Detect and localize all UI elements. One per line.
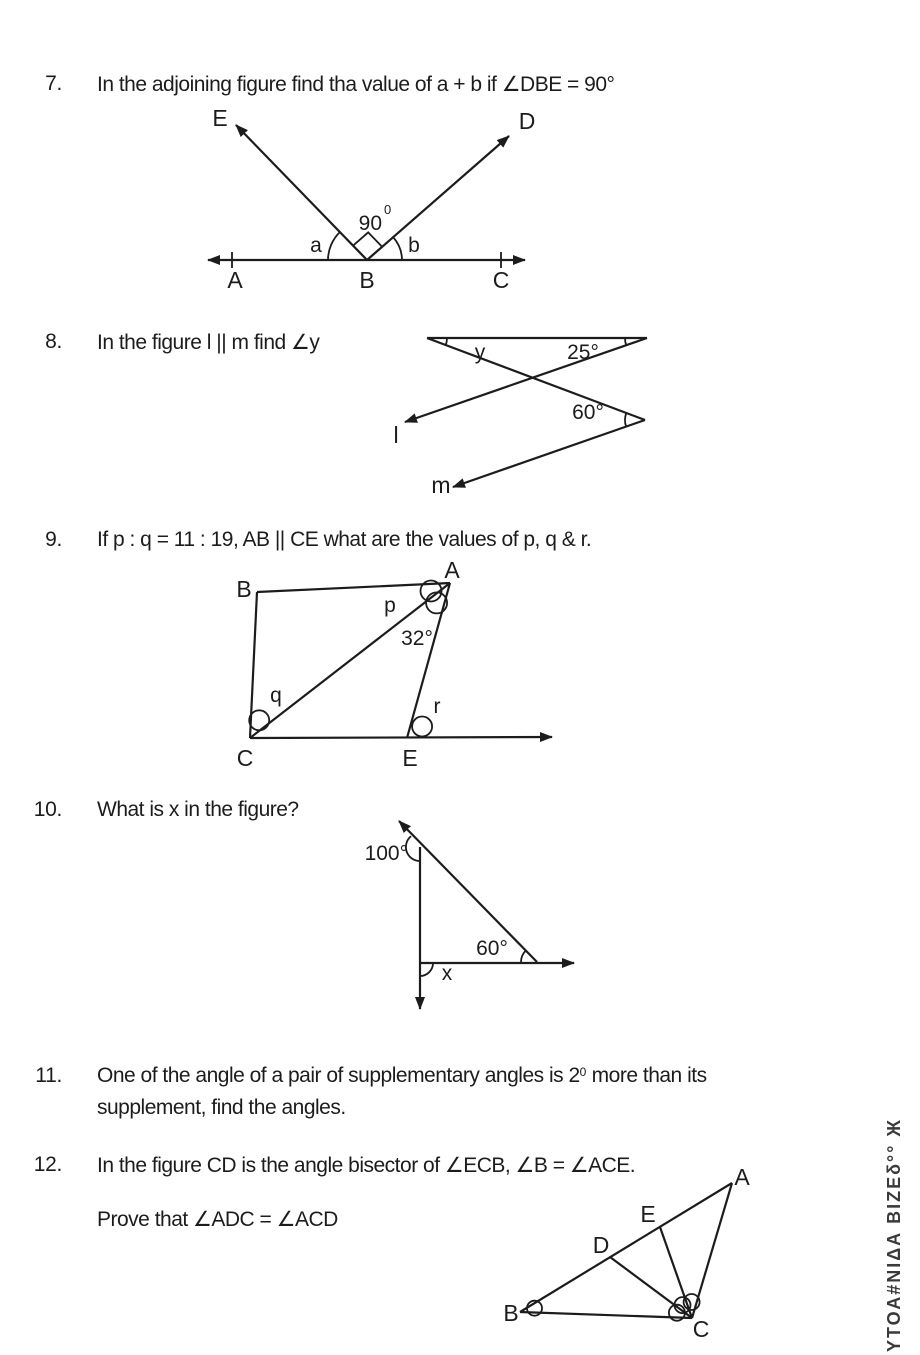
q7-ray-bd — [366, 135, 510, 261]
q12-line-ca — [690, 1182, 734, 1319]
q12-figure: A B C D E — [503, 1164, 750, 1342]
q8-arc-y — [444, 337, 448, 346]
question-12-number: 12. — [33, 1153, 63, 1176]
q12-label-e: E — [640, 1201, 655, 1227]
q8-figure: y 25° 60° l m — [393, 336, 648, 498]
q10-label-60: 60° — [476, 937, 508, 960]
q7-label-angle-b: b — [408, 234, 420, 257]
q9-line-ba — [256, 581, 451, 594]
q12-label-d: D — [593, 1232, 610, 1258]
question-7-number: 7. — [45, 72, 62, 95]
question-12-text: In the figure CD is the angle bisector o… — [97, 1154, 636, 1177]
q12-mark-angle-c2 — [673, 1296, 692, 1315]
q8-arc-60 — [624, 412, 628, 427]
q7-ray-be — [235, 124, 368, 261]
q12-line-ce — [658, 1226, 694, 1319]
q8-label-y: y — [475, 341, 486, 364]
q12-line-cd — [609, 1256, 693, 1319]
q12-line-ba — [519, 1182, 733, 1313]
q10-ray-diagonal — [398, 820, 538, 963]
q12-label-c: C — [693, 1316, 710, 1342]
question-11-sup: 0 — [579, 1065, 587, 1079]
question-11-text-part2: more than its — [586, 1064, 707, 1087]
question-8-text: In the figure l || m find ∠y — [97, 331, 320, 354]
margin-artifact-text: ΥΤΟΑ#ΝΙΔΑ ΒΙΖΕδ°° Ж — [884, 1118, 904, 1352]
q9-mark-q — [248, 709, 271, 732]
q9-label-32: 32° — [401, 627, 433, 650]
question-11-text-line2: supplement, find the angles. — [97, 1096, 346, 1119]
q9-mark-p — [419, 579, 443, 603]
question-12-prove-text: Prove that ∠ADC = ∠ACD — [97, 1208, 338, 1231]
q9-label-a: A — [444, 557, 460, 583]
q8-label-l: l — [393, 422, 398, 448]
q9-ray-ce — [249, 732, 553, 743]
q9-label-c: C — [237, 745, 254, 771]
question-9-number: 9. — [45, 528, 62, 551]
q10-figure: 100° 60° x — [365, 820, 575, 1010]
q9-line-ae — [405, 582, 452, 739]
q8-line-l — [404, 336, 648, 424]
q7-arc-a — [327, 231, 341, 261]
q8-arc-25 — [624, 337, 628, 346]
q7-arc-b — [392, 236, 403, 261]
q10-arc-60 — [520, 950, 527, 963]
q7-label-angle-a: a — [310, 234, 322, 257]
q8-label-60: 60° — [572, 401, 604, 424]
q7-label-e: E — [212, 105, 227, 131]
q7-label-a-point: A — [227, 267, 243, 293]
q9-label-q: q — [270, 684, 282, 707]
question-7-text: In the adjoining figure find tha value o… — [97, 73, 615, 96]
q12-mark-angle-c3 — [682, 1293, 701, 1311]
question-10-number: 10. — [33, 798, 63, 821]
q10-label-100: 100° — [365, 842, 408, 865]
q10-arc-100 — [405, 835, 421, 862]
question-11-text-line1: One of the angle of a pair of supplement… — [97, 1064, 707, 1088]
q9-line-ca — [249, 582, 451, 739]
q9-label-e: E — [402, 745, 417, 771]
question-8-number: 8. — [45, 330, 62, 353]
q10-label-x: x — [442, 962, 453, 985]
q9-label-r: r — [434, 695, 441, 718]
q8-transversal-1 — [426, 336, 646, 422]
q10-arc-x — [419, 962, 434, 977]
q9-mark-r — [411, 715, 434, 738]
q12-label-a: A — [734, 1164, 750, 1190]
question-11-text-part1: One of the angle of a pair of supplement… — [97, 1064, 580, 1087]
q8-label-25: 25° — [567, 341, 599, 364]
q8-label-m: m — [431, 472, 450, 498]
q9-figure: B A C E p 32° q r — [236, 557, 553, 771]
q7-label-90-sup: 0 — [384, 202, 391, 217]
q7-right-angle-mark — [351, 231, 384, 262]
q7-label-90: 90 — [359, 212, 382, 235]
q9-label-p: p — [384, 594, 396, 617]
question-10-text: What is x in the figure? — [97, 798, 299, 821]
question-9-text: If p : q = 11 : 19, AB || CE what are th… — [97, 528, 592, 551]
q12-mark-angle-b — [526, 1299, 543, 1317]
q7-label-d: D — [519, 108, 536, 134]
q7-label-c-point: C — [493, 267, 510, 293]
q12-line-bc — [519, 1310, 693, 1320]
q9-mark-32 — [425, 591, 449, 615]
q12-label-b: B — [503, 1300, 518, 1326]
question-11-number: 11. — [35, 1064, 62, 1087]
q7-figure: E D A B C 90 0 a b — [207, 105, 536, 293]
q8-line-m — [452, 418, 646, 489]
q7-label-b-point: B — [359, 267, 374, 293]
q9-label-b: B — [236, 576, 251, 602]
